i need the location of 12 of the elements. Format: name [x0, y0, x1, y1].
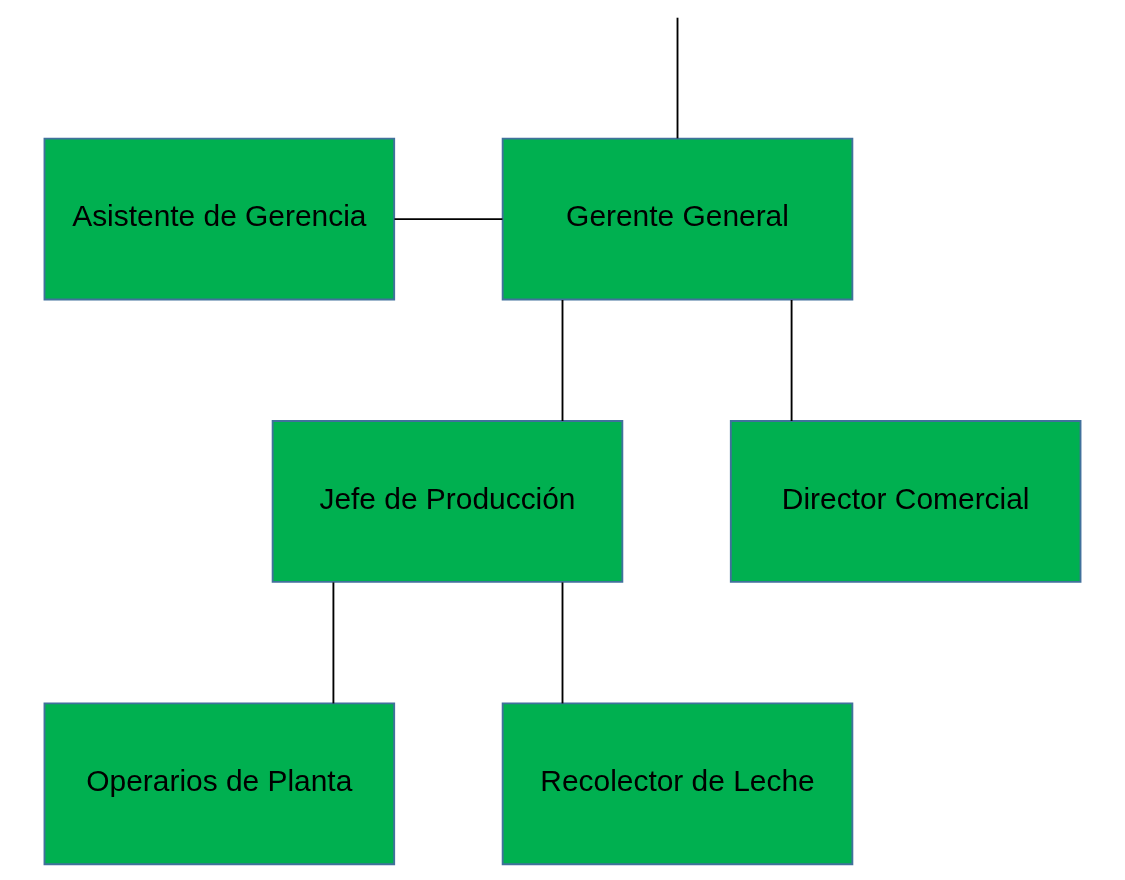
node-box: Asistente de Gerencia — [43, 137, 396, 301]
connector — [676, 16, 679, 140]
connector — [561, 299, 564, 422]
connector — [393, 218, 504, 220]
node-box: Operarios de Planta — [43, 702, 396, 866]
connector — [790, 299, 793, 422]
connector — [332, 581, 335, 705]
connector — [561, 581, 564, 705]
node-box: Jefe de Producción — [271, 420, 624, 583]
node-box: Recolector de Leche — [501, 702, 854, 866]
node-box: Director Comercial — [729, 420, 1082, 583]
node-box: Gerente General — [501, 137, 854, 301]
